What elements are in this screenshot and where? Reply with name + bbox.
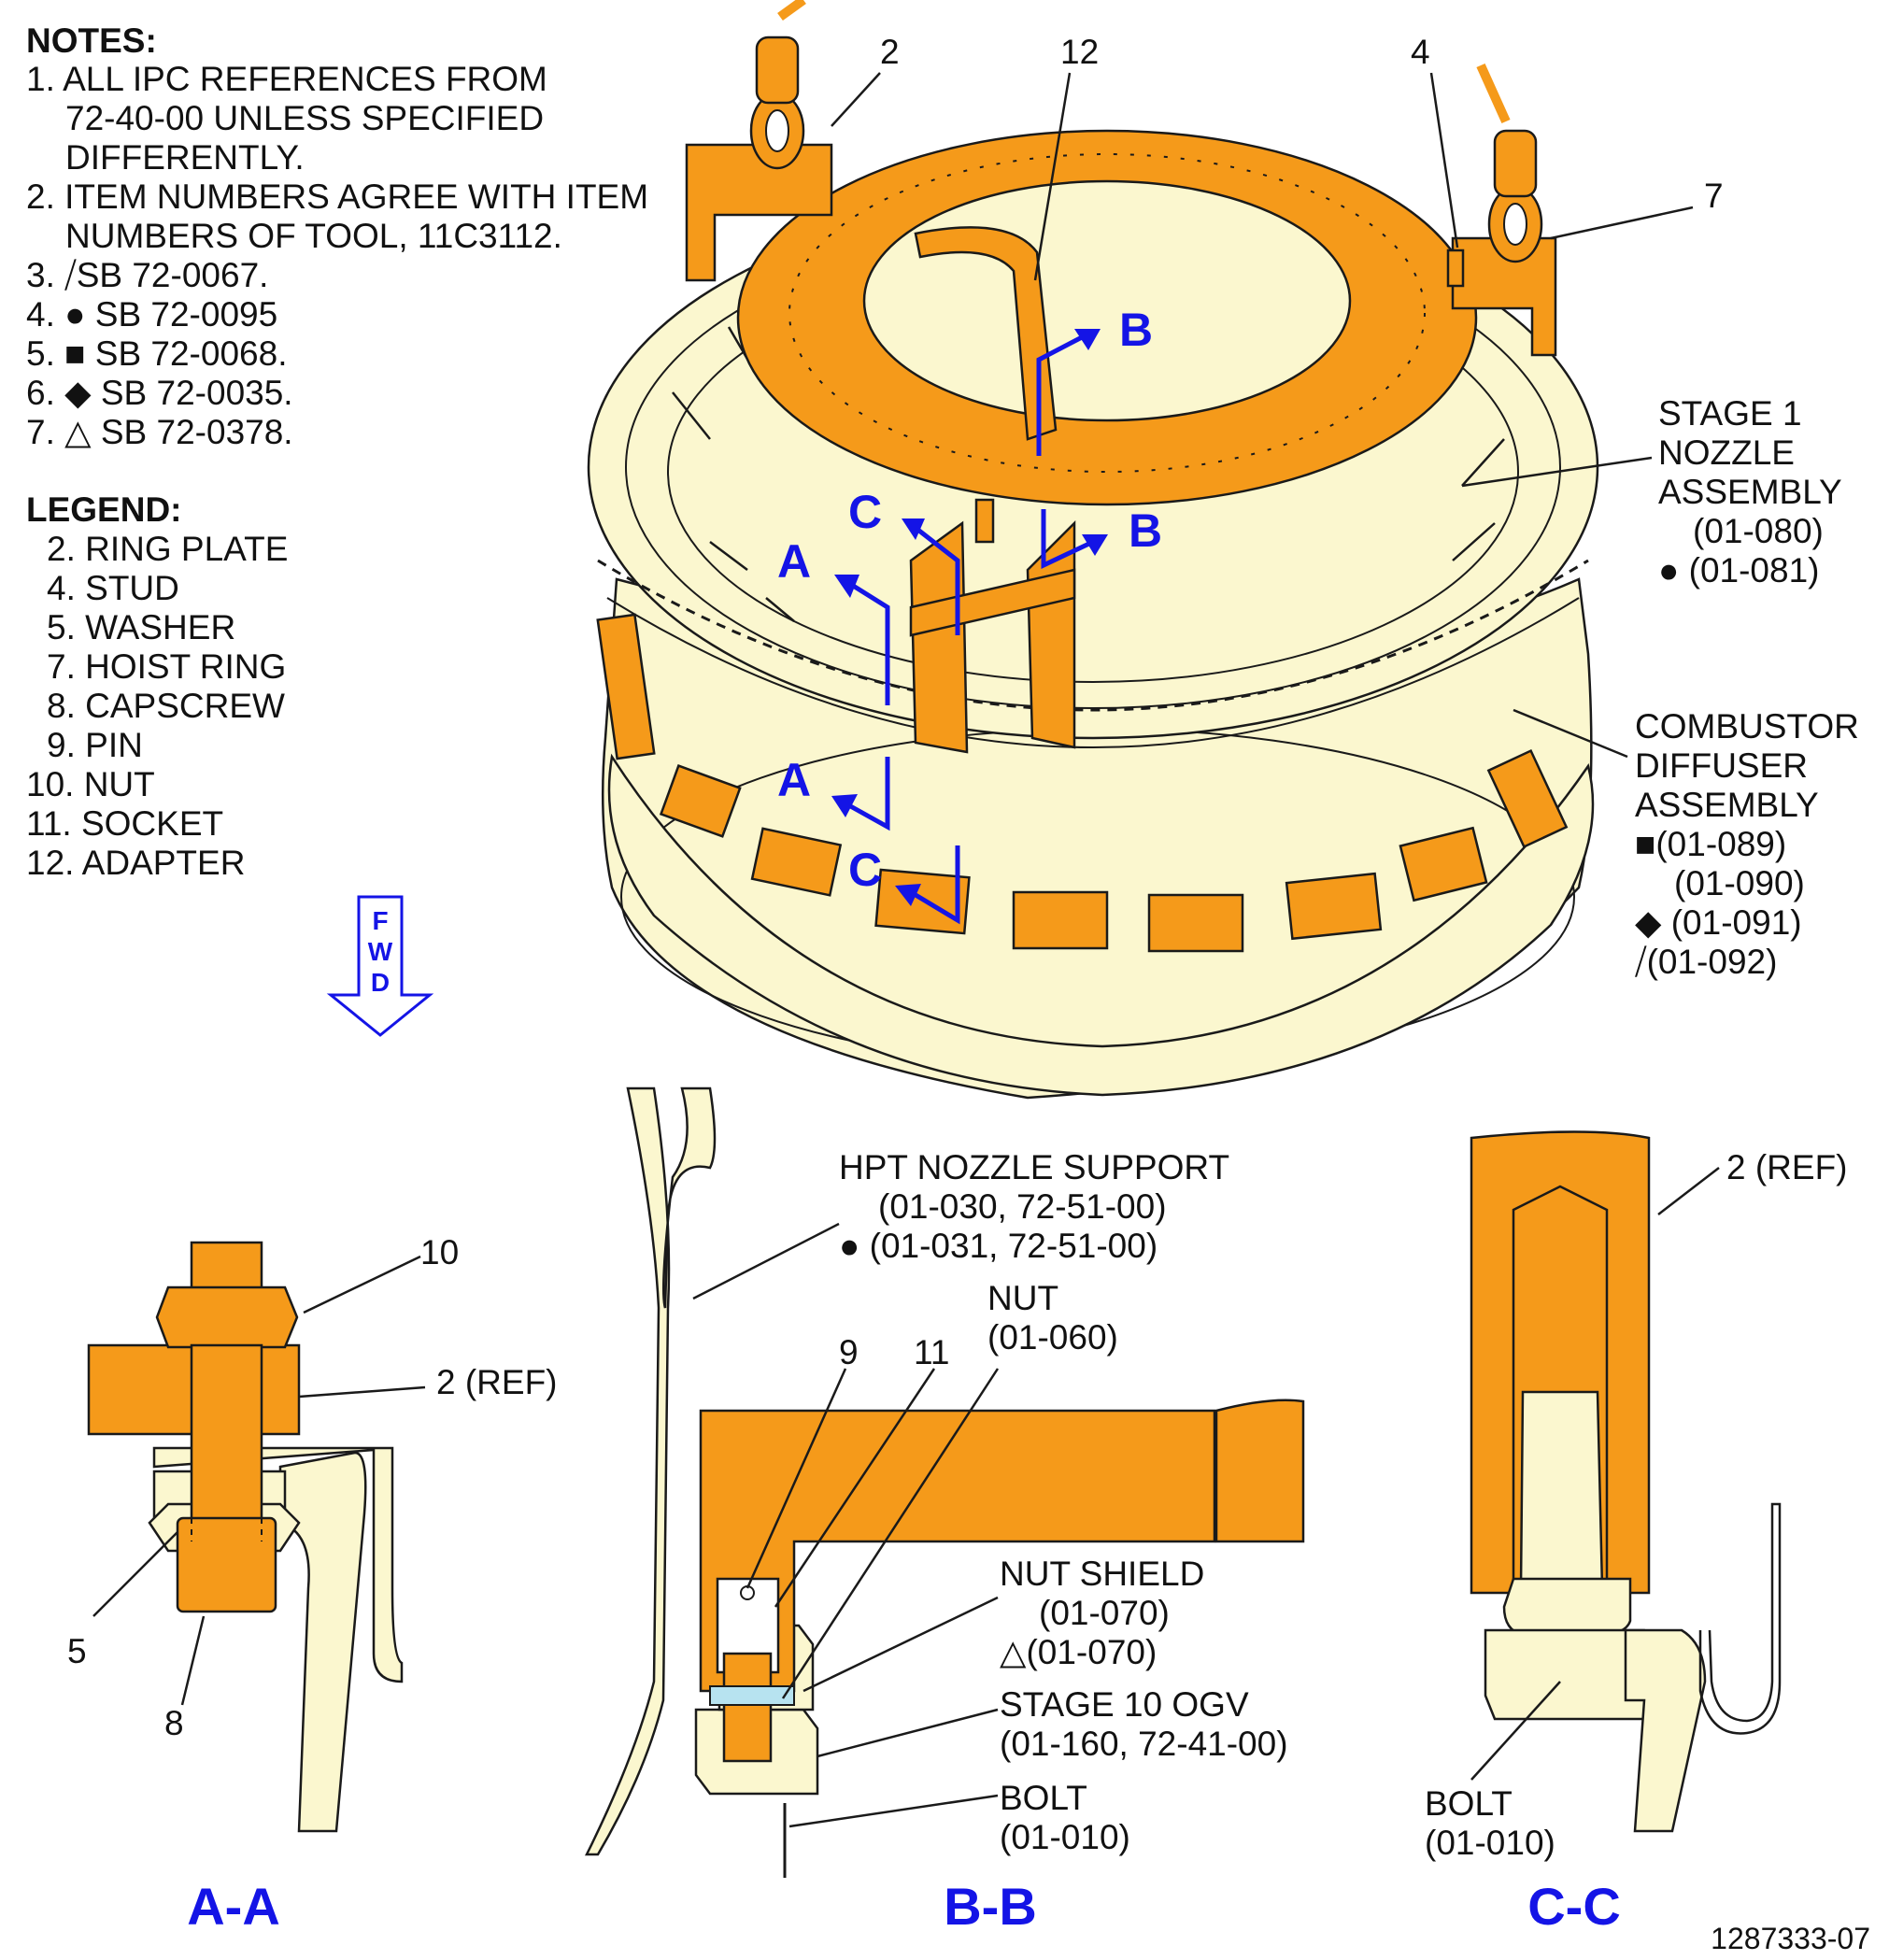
svg-text:NUT SHIELD: NUT SHIELD bbox=[1000, 1555, 1204, 1593]
callout-item-12: 12 bbox=[1060, 33, 1099, 71]
callout-item-8: 8 bbox=[164, 1704, 184, 1742]
section-flag-a: A bbox=[777, 535, 811, 588]
note-line: 3. ⧸SB 72-0067. bbox=[26, 256, 268, 294]
legend-item: 9. PIN bbox=[47, 726, 143, 764]
hoist-ring-right bbox=[1476, 63, 1543, 263]
callout-item-4: 4 bbox=[1411, 33, 1430, 71]
section-flag-a: A bbox=[777, 754, 811, 806]
hoist-ring-left bbox=[749, 0, 806, 170]
svg-text:■(01-089): ■(01-089) bbox=[1635, 825, 1786, 863]
fwd-letter: W bbox=[368, 937, 393, 966]
svg-text:NOZZLE: NOZZLE bbox=[1658, 433, 1795, 472]
svg-text:(01-060): (01-060) bbox=[987, 1318, 1118, 1356]
svg-text:△(01-070): △(01-070) bbox=[1000, 1633, 1157, 1671]
combustor-diffuser-label: COMBUSTOR DIFFUSER ASSEMBLY ■(01-089) (0… bbox=[1635, 707, 1859, 981]
svg-text:NUT: NUT bbox=[987, 1279, 1058, 1317]
svg-text:ASSEMBLY: ASSEMBLY bbox=[1635, 786, 1819, 824]
svg-text:◆ (01-091): ◆ (01-091) bbox=[1635, 903, 1802, 942]
callout-item-10: 10 bbox=[420, 1233, 459, 1271]
fwd-letter: F bbox=[372, 906, 388, 935]
svg-text:STAGE 10 OGV: STAGE 10 OGV bbox=[1000, 1685, 1249, 1724]
section-title-a-a: A-A bbox=[187, 1877, 280, 1936]
note-line: 2. ITEM NUMBERS AGREE WITH ITEM bbox=[26, 178, 648, 216]
svg-text:(01-070): (01-070) bbox=[1039, 1594, 1170, 1632]
section-flags: B B C A A C bbox=[777, 304, 1162, 925]
svg-text:(01-080): (01-080) bbox=[1693, 512, 1824, 550]
section-a-a: 10 2 (REF) 5 8 A-A bbox=[67, 1233, 558, 1936]
section-title-c-c: C-C bbox=[1527, 1877, 1621, 1936]
svg-text:(01-010): (01-010) bbox=[1000, 1818, 1130, 1856]
note-line: 4. ● SB 72-0095 bbox=[26, 295, 277, 334]
fwd-letter: D bbox=[371, 968, 390, 997]
section-flag-c: C bbox=[848, 486, 882, 538]
stage10-ogv-label: STAGE 10 OGV (01-160, 72-41-00) bbox=[1000, 1685, 1288, 1763]
legend-item: 11. SOCKET bbox=[26, 804, 223, 843]
stage1-nozzle-label: STAGE 1 NOZZLE ASSEMBLY (01-080) ● (01-0… bbox=[1658, 394, 1842, 589]
svg-text:● (01-081): ● (01-081) bbox=[1658, 551, 1819, 589]
note-line: 72-40-00 UNLESS SPECIFIED bbox=[65, 99, 544, 137]
note-line: 6. ◆ SB 72-0035. bbox=[26, 374, 293, 412]
svg-text:(01-160, 72-41-00): (01-160, 72-41-00) bbox=[1000, 1725, 1288, 1763]
legend-item: 4. STUD bbox=[47, 569, 179, 607]
svg-text:HPT NOZZLE SUPPORT: HPT NOZZLE SUPPORT bbox=[839, 1148, 1229, 1186]
callout-item-9: 9 bbox=[839, 1333, 859, 1371]
legend-item: 2. RING PLATE bbox=[47, 530, 288, 568]
hpt-nozzle-support-label: HPT NOZZLE SUPPORT (01-030, 72-51-00) ● … bbox=[839, 1148, 1229, 1265]
legend-item: 8. CAPSCREW bbox=[47, 687, 285, 725]
svg-text:DIFFUSER: DIFFUSER bbox=[1635, 746, 1808, 785]
stud bbox=[1446, 249, 1465, 288]
note-line: 5. ■ SB 72-0068. bbox=[26, 334, 287, 373]
callout-item-2-ref: 2 (REF) bbox=[436, 1363, 558, 1401]
bottom-flange bbox=[607, 753, 1595, 1097]
bolt-label-bb: BOLT (01-010) bbox=[1000, 1779, 1130, 1856]
legend-item: 10. NUT bbox=[26, 765, 155, 803]
svg-text:STAGE 1: STAGE 1 bbox=[1658, 394, 1802, 433]
figure-number: 1287333-07 bbox=[1711, 1922, 1870, 1955]
legend-title: LEGEND: bbox=[26, 490, 182, 529]
svg-text:BOLT: BOLT bbox=[1425, 1784, 1513, 1823]
main-assembly-view: B B C A A C 2 12 4 7 STAG bbox=[587, 0, 1859, 1100]
section-title-b-b: B-B bbox=[944, 1877, 1037, 1936]
nut-label: NUT (01-060) bbox=[987, 1279, 1118, 1356]
note-line: 1. ALL IPC REFERENCES FROM bbox=[26, 60, 547, 98]
section-c-c: 2 (REF) BOLT (01-010) C-C bbox=[1425, 1130, 1848, 1936]
nut-shield-label: NUT SHIELD (01-070) △(01-070) bbox=[1000, 1555, 1204, 1671]
section-b-b: HPT NOZZLE SUPPORT (01-030, 72-51-00) ● … bbox=[584, 1087, 1305, 1936]
svg-text:ASSEMBLY: ASSEMBLY bbox=[1658, 473, 1842, 511]
fwd-arrow: F W D bbox=[326, 895, 434, 1037]
callout-item-2: 2 bbox=[880, 33, 900, 71]
svg-text:COMBUSTOR: COMBUSTOR bbox=[1635, 707, 1859, 746]
section-flag-b: B bbox=[1129, 504, 1162, 557]
note-line: NUMBERS OF TOOL, 11C3112. bbox=[65, 217, 562, 255]
svg-text:● (01-031, 72-51-00): ● (01-031, 72-51-00) bbox=[839, 1227, 1158, 1265]
legend-item: 7. HOIST RING bbox=[47, 647, 286, 686]
legend-block: LEGEND: 2. RING PLATE 4. STUD 5. WASHER … bbox=[26, 490, 288, 882]
legend-item: 12. ADAPTER bbox=[26, 844, 245, 882]
legend-item: 5. WASHER bbox=[47, 608, 235, 646]
svg-text:BOLT: BOLT bbox=[1000, 1779, 1087, 1817]
callout-item-7: 7 bbox=[1704, 177, 1724, 215]
callout-item-2-ref: 2 (REF) bbox=[1726, 1148, 1848, 1186]
svg-text:(01-030, 72-51-00): (01-030, 72-51-00) bbox=[878, 1187, 1167, 1226]
callout-item-11: 11 bbox=[914, 1333, 949, 1371]
callout-item-5: 5 bbox=[67, 1632, 87, 1670]
section-flag-b: B bbox=[1119, 304, 1153, 356]
note-line: DIFFERENTLY. bbox=[65, 138, 305, 177]
bolt-label-cc: BOLT (01-010) bbox=[1425, 1784, 1555, 1862]
svg-text:(01-010): (01-010) bbox=[1425, 1824, 1555, 1862]
notes-title: NOTES: bbox=[26, 21, 157, 60]
svg-text:⧸(01-092): ⧸(01-092) bbox=[1635, 943, 1777, 981]
adapter bbox=[914, 226, 1058, 441]
notes-block: NOTES: 1. ALL IPC REFERENCES FROM 72-40-… bbox=[26, 21, 648, 451]
note-line: 7. △ SB 72-0378. bbox=[26, 413, 293, 451]
svg-text:(01-090): (01-090) bbox=[1674, 864, 1805, 902]
section-flag-c: C bbox=[848, 844, 882, 896]
